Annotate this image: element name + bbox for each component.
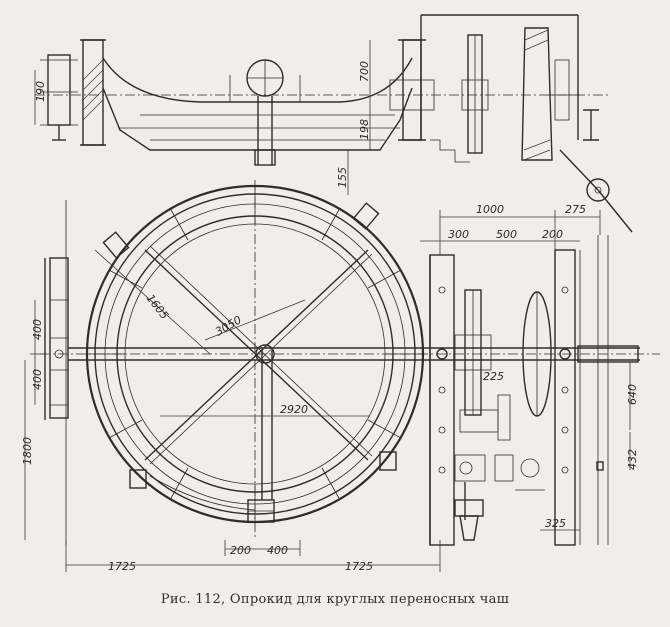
dimension-lines — [24, 210, 631, 572]
dim-190: 190 — [34, 81, 47, 102]
dim-198: 198 — [358, 119, 371, 140]
dim-225: 225 — [483, 370, 504, 383]
dim-400-bottom: 400 — [267, 544, 288, 557]
dim-200-bottom: 200 — [230, 544, 251, 557]
dim-1605: 1605 — [144, 292, 171, 322]
bottom-drive-block — [454, 499, 484, 517]
hub — [255, 344, 275, 364]
top-right-lug — [352, 202, 380, 230]
dim-640: 640 — [626, 384, 639, 405]
left-lug — [129, 469, 147, 489]
lever-knob — [586, 178, 610, 202]
dim-200-top: 200 — [542, 228, 563, 241]
dim-400-lower: 400 — [31, 369, 44, 390]
ladle-upper-contour — [102, 57, 413, 103]
dim-1725-right: 1725 — [345, 560, 373, 573]
dim-2920: 2920 — [280, 403, 308, 416]
dim-275: 275 — [565, 203, 586, 216]
dim-400-upper: 400 — [31, 319, 44, 340]
dim-300: 300 — [448, 228, 469, 241]
dim-155: 155 — [336, 167, 349, 188]
dim-432: 432 — [626, 449, 639, 470]
plan-view-drive — [429, 235, 639, 546]
dimension-labels: 190 700 198 155 1000 275 300 500 200 400… — [21, 61, 639, 573]
dim-1000: 1000 — [476, 203, 504, 216]
dim-700: 700 — [358, 61, 371, 82]
dim-1725-left: 1725 — [108, 560, 136, 573]
radial-ticks — [87, 186, 423, 522]
i-beam-symbol — [583, 109, 599, 141]
left-column — [82, 39, 104, 146]
left-drive-post — [429, 254, 455, 546]
plan-view-ring — [40, 180, 660, 545]
top-side-view — [34, 14, 633, 233]
dim-325: 325 — [545, 517, 566, 530]
right-drive-post — [554, 249, 576, 546]
post-bolts — [438, 286, 569, 474]
right-column — [402, 39, 422, 141]
right-lug — [379, 451, 397, 471]
large-gear-side — [521, 27, 553, 161]
dim-500: 500 — [496, 228, 517, 241]
figure-caption: Рис. 112, Опрокид для круглых переносных… — [160, 592, 510, 607]
top-left-lug — [102, 231, 130, 259]
left-bearing-bracket — [47, 54, 71, 126]
dim-3050: 3050 — [213, 313, 244, 338]
dim-1800: 1800 — [21, 437, 34, 465]
